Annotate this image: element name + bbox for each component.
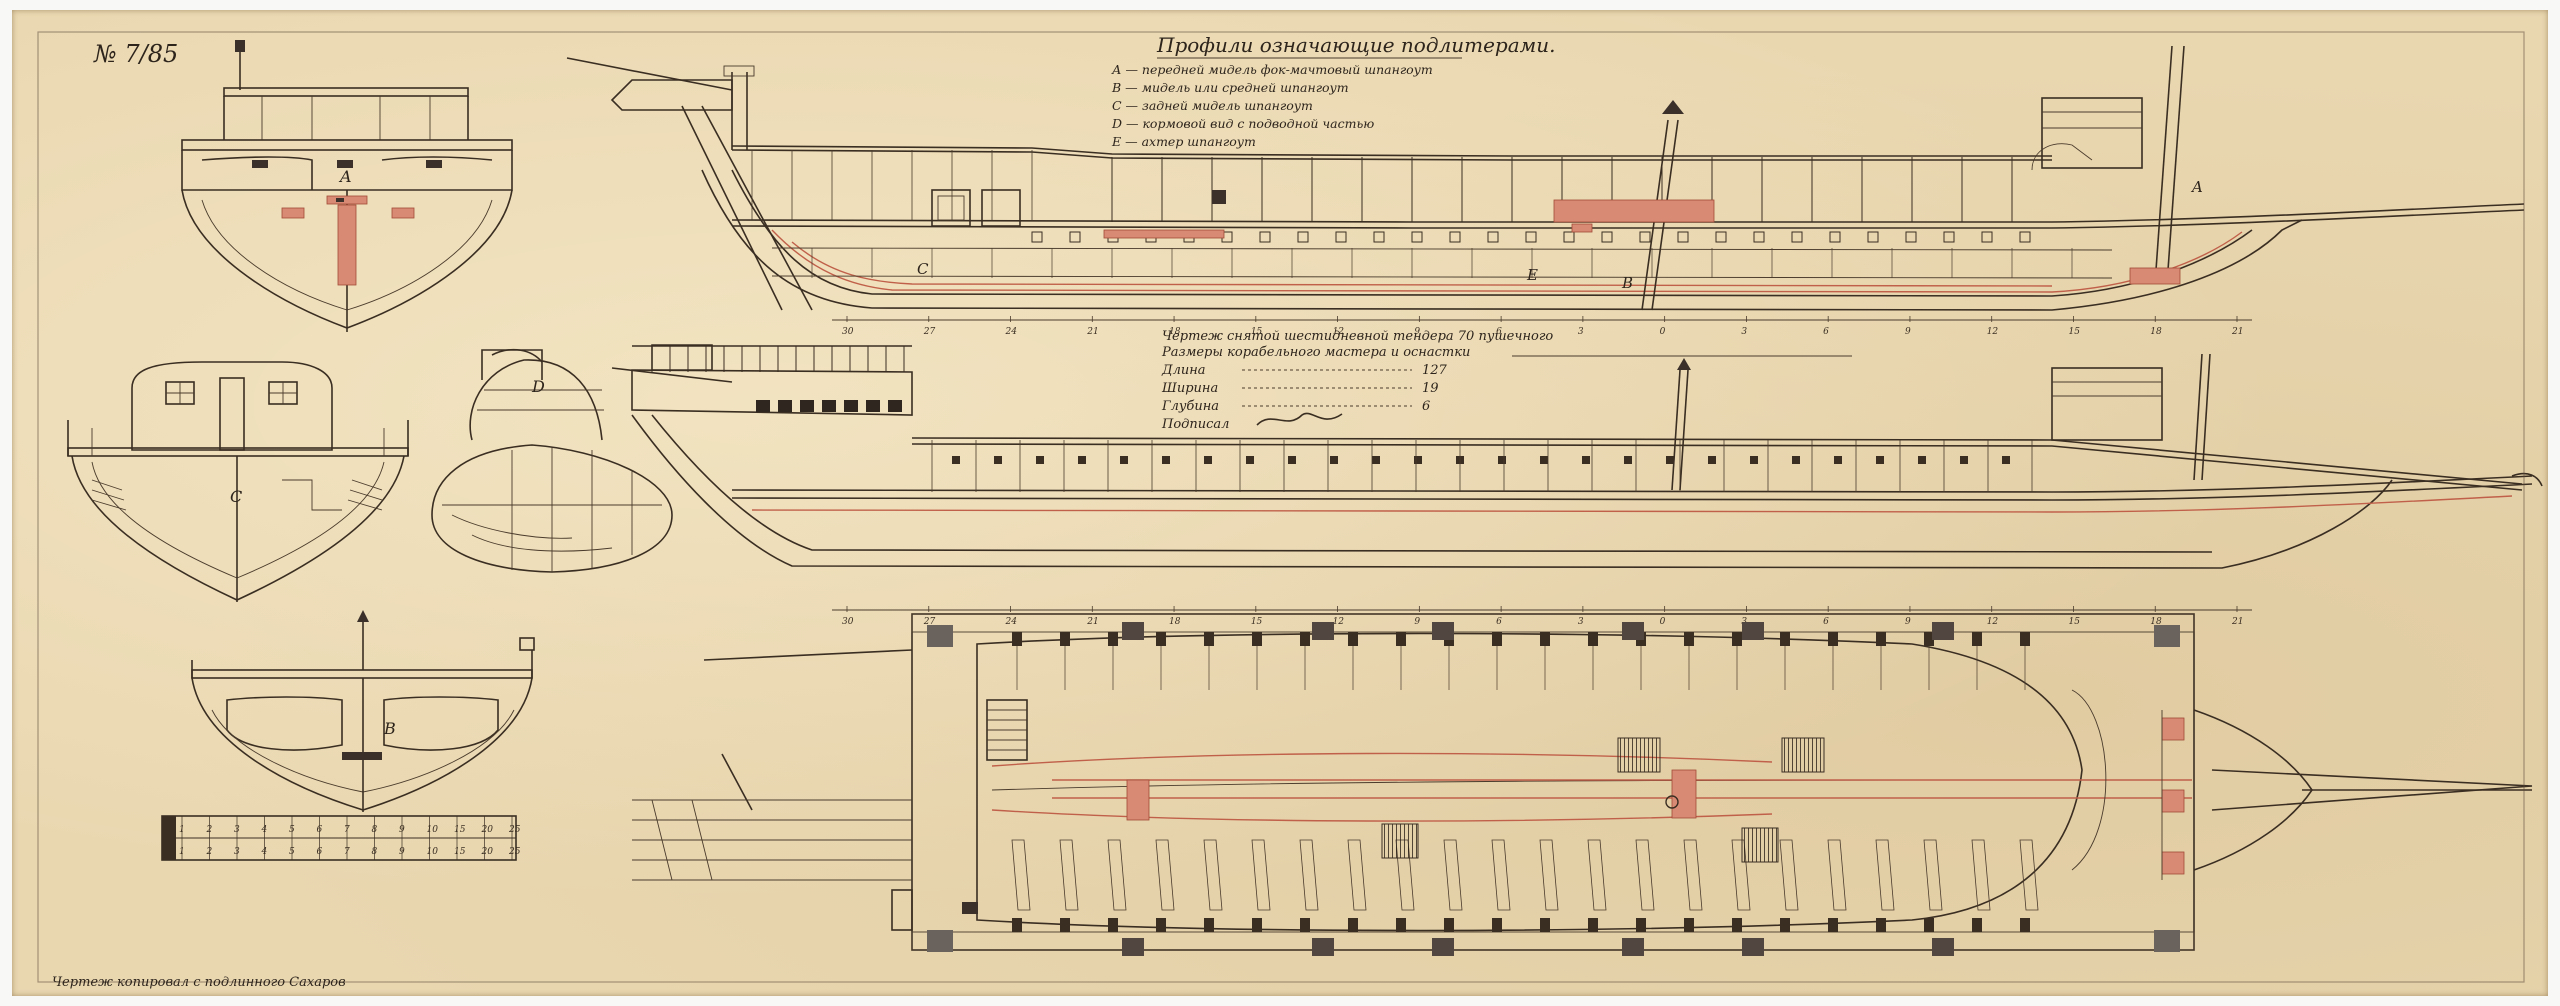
legend-block: Профили означающие подлитерами. А — пере… <box>1111 33 1555 149</box>
station-number: 21 <box>2231 327 2243 337</box>
station-number: 9 <box>1905 617 1911 627</box>
scale-bar: 1 2 3 4 5 6 7 8 9 10 15 20 25 1 2 3 4 5 6 7 8 9 10 15 20 25 <box>161 815 521 861</box>
station-number: 12 <box>1333 327 1345 337</box>
station-number: 3 <box>1741 327 1747 337</box>
section-profile-a: A <box>181 40 513 332</box>
scale-tick-top: 15 <box>454 825 466 835</box>
station-number: 9 <box>1905 327 1911 337</box>
station-number: 15 <box>2068 327 2080 337</box>
scale-tick-bottom: 15 <box>454 847 466 857</box>
station-number: 24 <box>1005 617 1018 627</box>
legend-item: А — передней мидель фок-мачтовый шпангоу… <box>1111 62 1433 77</box>
scale-tick-bottom: 8 <box>372 847 378 857</box>
scale-tick-bottom: 5 <box>289 847 295 857</box>
upper-label-a: A <box>2190 178 2203 196</box>
station-number: 30 <box>842 617 854 627</box>
scale-tick-bottom: 7 <box>344 847 350 857</box>
spec-row-value: 19 <box>1422 381 1439 396</box>
station-number: 27 <box>923 617 936 627</box>
spec-row-value: 127 <box>1422 363 1448 378</box>
station-number: 18 <box>2150 617 2162 627</box>
spec-title: Чертеж снятой шестидневной тендера 70 пу… <box>1162 329 1553 344</box>
profile-c-label: C <box>230 487 242 506</box>
specification-block: Чертеж снятой шестидневной тендера 70 пу… <box>1161 329 1852 432</box>
station-number: 15 <box>1251 617 1263 627</box>
scale-tick-bottom: 2 <box>206 847 213 857</box>
upper-label-c: C <box>917 260 929 278</box>
scale-tick-bottom: 20 <box>481 847 494 857</box>
upper-label-e: E <box>1526 266 1538 284</box>
scale-tick-top: 7 <box>344 825 350 835</box>
scale-tick-top: 8 <box>372 825 378 835</box>
scale-tick-bottom: 3 <box>234 847 240 857</box>
legend-item: С — задней мидель шпангоут <box>1112 98 1313 113</box>
scale-tick-top: 6 <box>317 825 323 835</box>
scale-tick-bottom: 25 <box>508 847 521 857</box>
scale-tick-top: 5 <box>289 825 295 835</box>
station-number: 15 <box>2068 617 2080 627</box>
station-number: 12 <box>1987 617 1999 627</box>
legend-item: В — мидель или средней шпангоут <box>1111 80 1349 95</box>
legend-title: Профили означающие подлитерами. <box>1156 33 1555 57</box>
spec-row-value: 6 <box>1422 399 1430 414</box>
station-number: 18 <box>1169 617 1181 627</box>
station-number: 3 <box>1578 617 1584 627</box>
scale-tick-bottom: 1 <box>179 847 185 857</box>
section-profile-b: B <box>191 610 535 812</box>
profile-a-label: A <box>338 167 352 186</box>
scale-tick-bottom: 6 <box>317 847 323 857</box>
spec-row-label: Длина <box>1161 363 1206 378</box>
scale-tick-top: 20 <box>481 825 494 835</box>
station-number: 21 <box>1086 617 1098 627</box>
deck-plan <box>632 613 2533 956</box>
station-number: 6 <box>1823 327 1829 337</box>
legend-item: Е — ахтер шпангоут <box>1111 134 1256 149</box>
drawing-sheet: № 7/85 A <box>12 10 2548 996</box>
scale-tick-top: 2 <box>206 825 213 835</box>
profile-b-label: B <box>383 719 396 738</box>
station-number: 0 <box>1660 327 1666 337</box>
station-number: 21 <box>2231 617 2243 627</box>
station-number: 0 <box>1660 617 1666 627</box>
scale-tick-top: 1 <box>179 825 185 835</box>
spec-row-label: Глубина <box>1161 399 1219 414</box>
legend-item: D — кормовой вид с подводной частью <box>1111 116 1374 131</box>
station-number: 30 <box>842 327 854 337</box>
station-number: 24 <box>1005 327 1018 337</box>
spec-row-label: Ширина <box>1161 381 1218 396</box>
scale-tick-top: 10 <box>427 825 439 835</box>
profile-d-label: D <box>531 377 545 396</box>
station-number: 15 <box>1251 327 1263 337</box>
station-number: 12 <box>1987 327 1999 337</box>
station-number: 12 <box>1333 617 1345 627</box>
footer-note: Чертеж копировал с подлинного Сахаров <box>52 975 346 990</box>
upper-label-b: B <box>1621 274 1633 292</box>
station-number: 18 <box>1169 327 1181 337</box>
scale-tick-bottom: 10 <box>427 847 439 857</box>
station-number: 9 <box>1414 327 1420 337</box>
station-number: 6 <box>1823 617 1829 627</box>
station-number: 21 <box>1086 327 1098 337</box>
scale-tick-top: 9 <box>399 825 405 835</box>
station-number: 27 <box>923 327 936 337</box>
scale-tick-top: 25 <box>508 825 521 835</box>
stern-view-d: D <box>431 348 673 573</box>
station-number: 3 <box>1578 327 1584 337</box>
scale-tick-bottom: 9 <box>399 847 405 857</box>
station-number: 18 <box>2150 327 2162 337</box>
inventory-number: № 7/85 <box>93 40 178 68</box>
scale-tick-bottom: 4 <box>261 847 268 857</box>
scale-tick-top: 4 <box>261 825 268 835</box>
scale-tick-top: 3 <box>234 825 240 835</box>
ship-plan-drawing: № 7/85 A <box>37 31 2543 990</box>
section-profile-c: C <box>67 361 409 602</box>
spec-signature: Подписал <box>1161 417 1229 432</box>
station-number: 9 <box>1414 617 1420 627</box>
station-number: 6 <box>1496 617 1502 627</box>
spec-line2: Размеры корабельного мастера и оснастки <box>1161 345 1470 360</box>
station-number: 6 <box>1496 327 1502 337</box>
